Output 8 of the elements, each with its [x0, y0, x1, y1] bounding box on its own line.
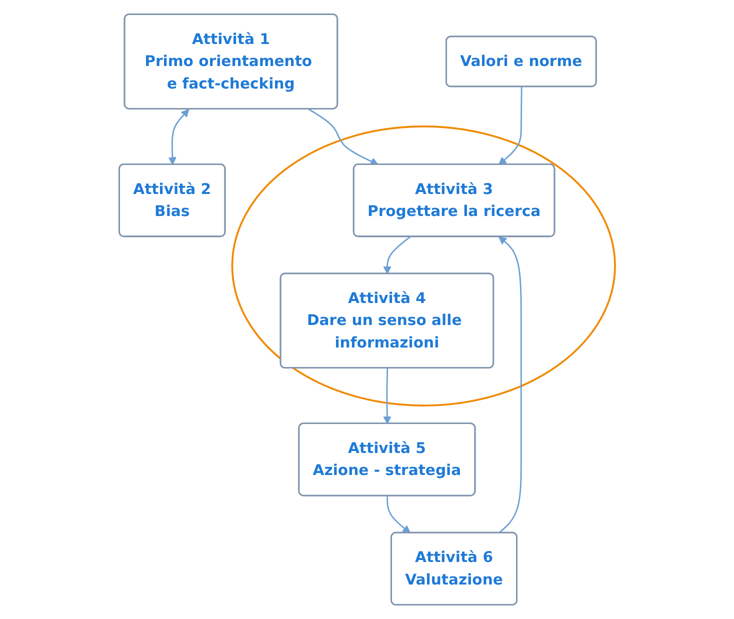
- arrow: [308, 108, 378, 166]
- arrow: [168, 109, 190, 166]
- arrow: [383, 368, 392, 424]
- cluster: [231, 126, 616, 406]
- arrow: [498, 86, 522, 166]
- arrow: [386, 496, 410, 534]
- arrow: [498, 236, 522, 534]
- arrow: [383, 236, 410, 274]
